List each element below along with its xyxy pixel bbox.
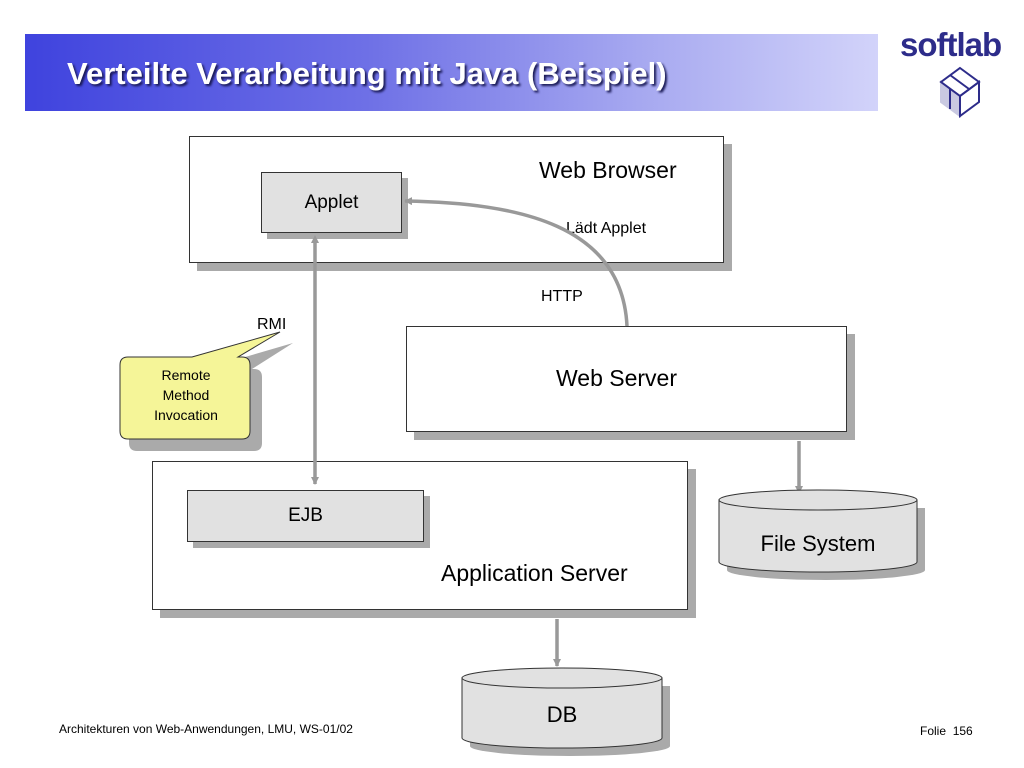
- callout-line: Remote: [161, 367, 211, 383]
- http-label: HTTP: [541, 288, 583, 305]
- rmi-label: RMI: [257, 316, 287, 333]
- folie-number: 156: [952, 724, 973, 738]
- logo-text: softlab: [900, 26, 1002, 63]
- callout-line: Invocation: [154, 407, 218, 423]
- applet-label: Applet: [304, 191, 359, 213]
- footer-folie: Folie 156: [920, 724, 973, 738]
- softlab-logo: softlab: [895, 26, 1015, 121]
- db-label: DB: [546, 702, 578, 727]
- logo-cube-icon: [939, 66, 981, 118]
- ejb-box: EJB: [187, 490, 424, 542]
- footer-course: Architekturen von Web-Anwendungen, LMU, …: [59, 722, 353, 736]
- ejb-label: EJB: [288, 505, 323, 526]
- applet-box: Applet: [261, 172, 402, 233]
- web-server-box: [406, 326, 847, 432]
- callout-text: Remote Method Invocation: [123, 365, 249, 425]
- application-server-label: Application Server: [441, 560, 628, 586]
- slide-title: Verteilte Verarbeitung mit Java (Beispie…: [67, 56, 667, 91]
- web-server-label: Web Server: [556, 365, 678, 391]
- folie-label: Folie: [920, 724, 947, 738]
- title-bar: Verteilte Verarbeitung mit Java (Beispie…: [25, 34, 878, 111]
- callout-line: Method: [162, 387, 210, 403]
- web-browser-label: Web Browser: [539, 157, 677, 183]
- file-system-label: File System: [760, 531, 876, 556]
- laedt-applet-label: Lädt Applet: [566, 220, 647, 237]
